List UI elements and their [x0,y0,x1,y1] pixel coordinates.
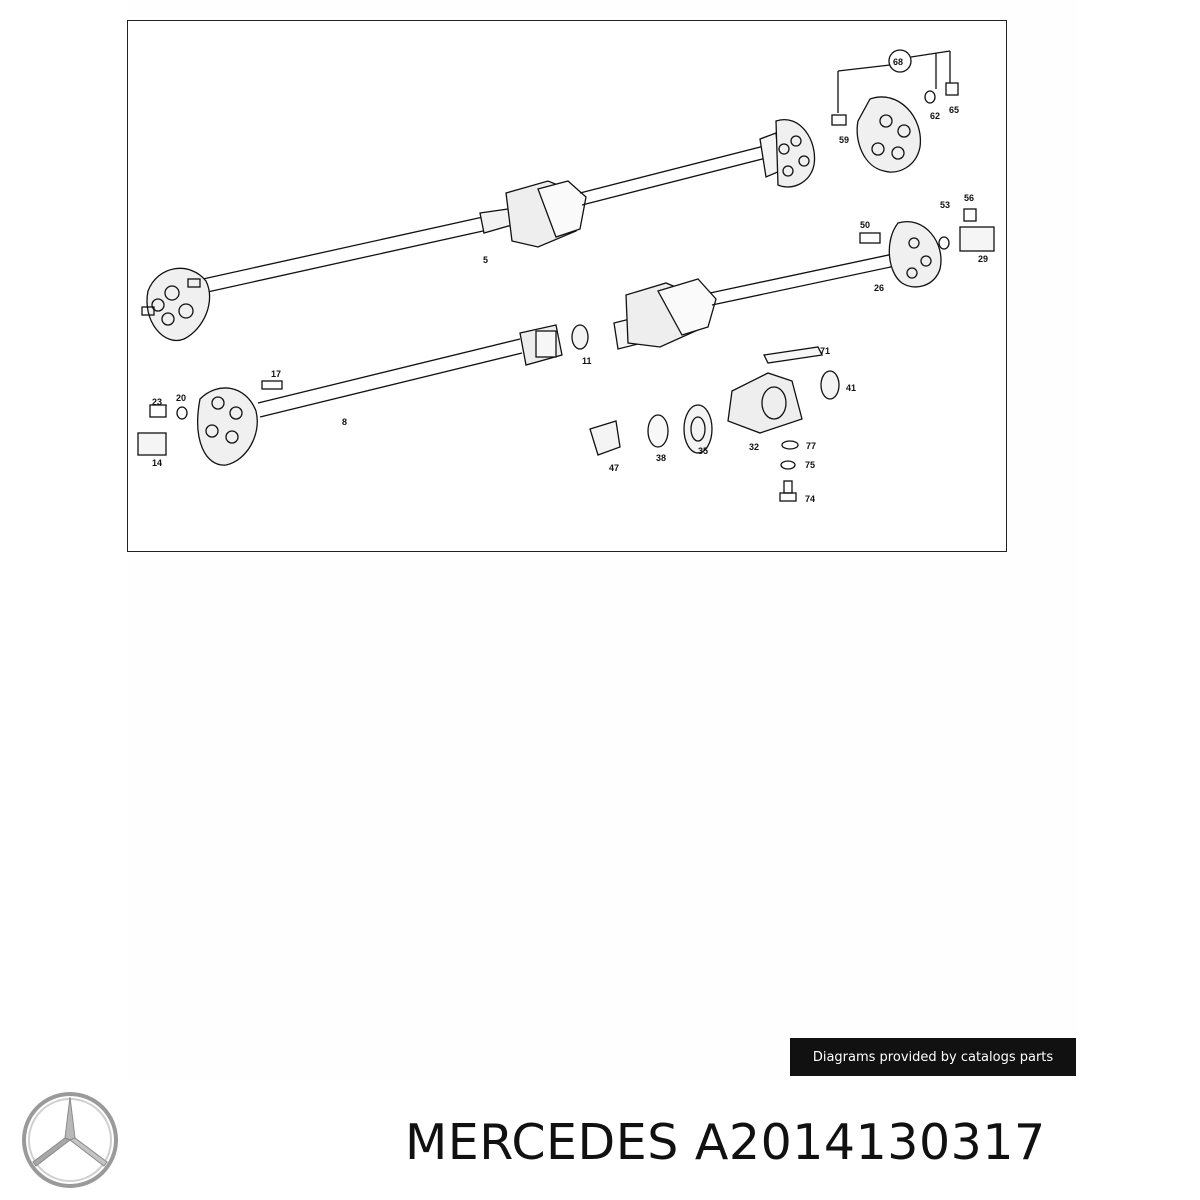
diagram-credit-banner: Diagrams provided by catalogs parts [790,1038,1076,1076]
callout-8: 8 [342,417,347,427]
callout-47: 47 [609,463,619,473]
mercedes-star-logo-icon [22,1092,118,1188]
callout-68: 68 [893,57,903,67]
callout-23: 23 [152,397,162,407]
callout-17: 17 [271,369,281,379]
callout-20: 20 [176,393,186,403]
callout-50: 50 [860,220,870,230]
lower-shaft-assembly [137,380,283,466]
rear-shaft-assembly [141,118,816,342]
callout-71: 71 [820,346,830,356]
callout-56: 56 [964,193,974,203]
callout-59: 59 [839,135,849,145]
callout-5: 5 [483,255,488,265]
brand-name: MERCEDES [405,1114,679,1171]
part-number: A2014130317 [694,1114,1046,1171]
callout-62: 62 [930,111,940,121]
callout-35: 35 [698,446,708,456]
callout-74: 74 [805,494,815,504]
callout-26: 26 [874,283,884,293]
product-title: MERCEDES A2014130317 [405,1108,1195,1178]
flex-disc-upper [831,82,959,173]
callout-53: 53 [940,200,950,210]
callout-14: 14 [152,458,162,468]
callout-32: 32 [749,442,759,452]
callout-29: 29 [978,254,988,264]
callout-11: 11 [582,356,592,366]
parts-diagram: 68 59 62 65 5 53 56 50 29 26 11 71 17 41… [127,20,1007,552]
center-bearing-parts [589,346,840,502]
callout-77: 77 [806,441,816,451]
front-shaft-assembly [257,208,995,418]
callout-75: 75 [805,460,815,470]
driveshaft-exploded-view: 68 59 62 65 5 53 56 50 29 26 11 71 17 41… [137,49,995,504]
callout-41: 41 [846,383,856,393]
callout-65: 65 [949,105,959,115]
callout-38: 38 [656,453,666,463]
